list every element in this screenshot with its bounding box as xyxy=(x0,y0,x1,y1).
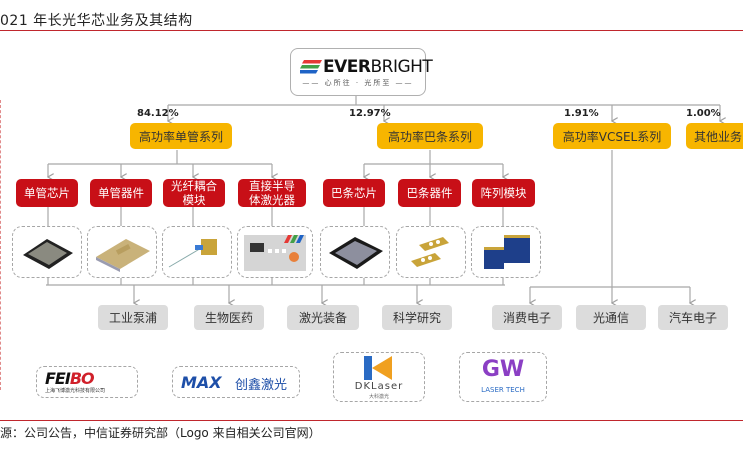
everbright-slogan: —— 心所往 · 光所至 —— xyxy=(302,79,414,87)
everbright-logo-box: EVERBRIGHT —— 心所往 · 光所至 —— xyxy=(290,48,433,96)
app-box-optical-communication: 光通信 xyxy=(576,305,646,330)
dklaser-caption: 大科激光 xyxy=(368,394,389,400)
product-box-array-module: 阵列模块 xyxy=(472,179,535,207)
max-logo: MAX 创鑫激光 xyxy=(172,366,300,398)
figure-title: 021 年长光华芯业务及其结构 xyxy=(0,13,193,29)
feibo-caption: 上海飞博激光科技有限公司 xyxy=(45,388,106,394)
dklaser-logo: DKLaser 大科激光 xyxy=(333,352,425,402)
product-box-single-device: 单管器件 xyxy=(90,179,152,207)
app-box-scientific-research: 科学研究 xyxy=(382,305,452,330)
app-box-laser-equipment: 激光装备 xyxy=(287,305,359,330)
gw-laser-logo: GW LASER TECH xyxy=(459,352,547,402)
series-box-single-emitter: 高功率单管系列 xyxy=(130,123,232,149)
app-box-automotive-electronics: 汽车电子 xyxy=(658,305,728,330)
product-box-single-chip: 单管芯片 xyxy=(16,179,78,207)
left-border-dashed xyxy=(0,100,1,390)
device-image xyxy=(87,226,157,278)
everbright-stripes-icon xyxy=(300,60,322,74)
share-label-3: 1.91% xyxy=(564,108,599,119)
share-label-2: 12.97% xyxy=(349,108,391,119)
gw-wordmark: GW xyxy=(481,357,525,382)
max-caption: 创鑫激光 xyxy=(235,378,288,393)
app-box-biomedical: 生物医药 xyxy=(194,305,264,330)
chip-image xyxy=(12,226,82,278)
series-box-bar: 高功率巴条系列 xyxy=(377,123,483,149)
source-rule xyxy=(0,420,743,421)
bar-device-image xyxy=(396,226,466,278)
figure-source: 源：公司公告，中信证券研究部（Logo 来自相关公司官网） xyxy=(0,426,321,440)
feibo-logo: FEIBO 上海飞博激光科技有限公司 xyxy=(36,366,138,398)
dklaser-wordmark: DKLaser xyxy=(354,381,404,392)
max-wordmark: MAX xyxy=(181,373,222,392)
bar-chip-image xyxy=(320,226,390,278)
product-box-direct-laser: 直接半导体激光器 xyxy=(238,179,306,207)
share-label-4: 1.00% xyxy=(686,108,721,119)
dklaser-k-icon xyxy=(364,356,392,380)
array-module-image xyxy=(471,226,541,278)
series-box-other: 其他业务 xyxy=(686,123,743,149)
series-box-vcsel: 高功率VCSEL系列 xyxy=(553,123,671,149)
feibo-wordmark: FEIBO xyxy=(45,369,95,388)
product-box-fiber-module: 光纤耦合模块 xyxy=(163,179,225,207)
app-box-industrial-pumping: 工业泵浦 xyxy=(98,305,168,330)
share-label-1: 84.12% xyxy=(137,108,179,119)
product-box-bar-chip: 巴条芯片 xyxy=(323,179,385,207)
title-rule xyxy=(0,30,743,31)
gw-caption: LASER TECH xyxy=(481,386,525,394)
app-box-consumer-electronics: 消费电子 xyxy=(492,305,562,330)
fiber-module-image xyxy=(162,226,232,278)
laser-unit-image xyxy=(237,226,313,278)
product-box-bar-device: 巴条器件 xyxy=(398,179,461,207)
everbright-wordmark: EVERBRIGHT xyxy=(323,57,433,77)
